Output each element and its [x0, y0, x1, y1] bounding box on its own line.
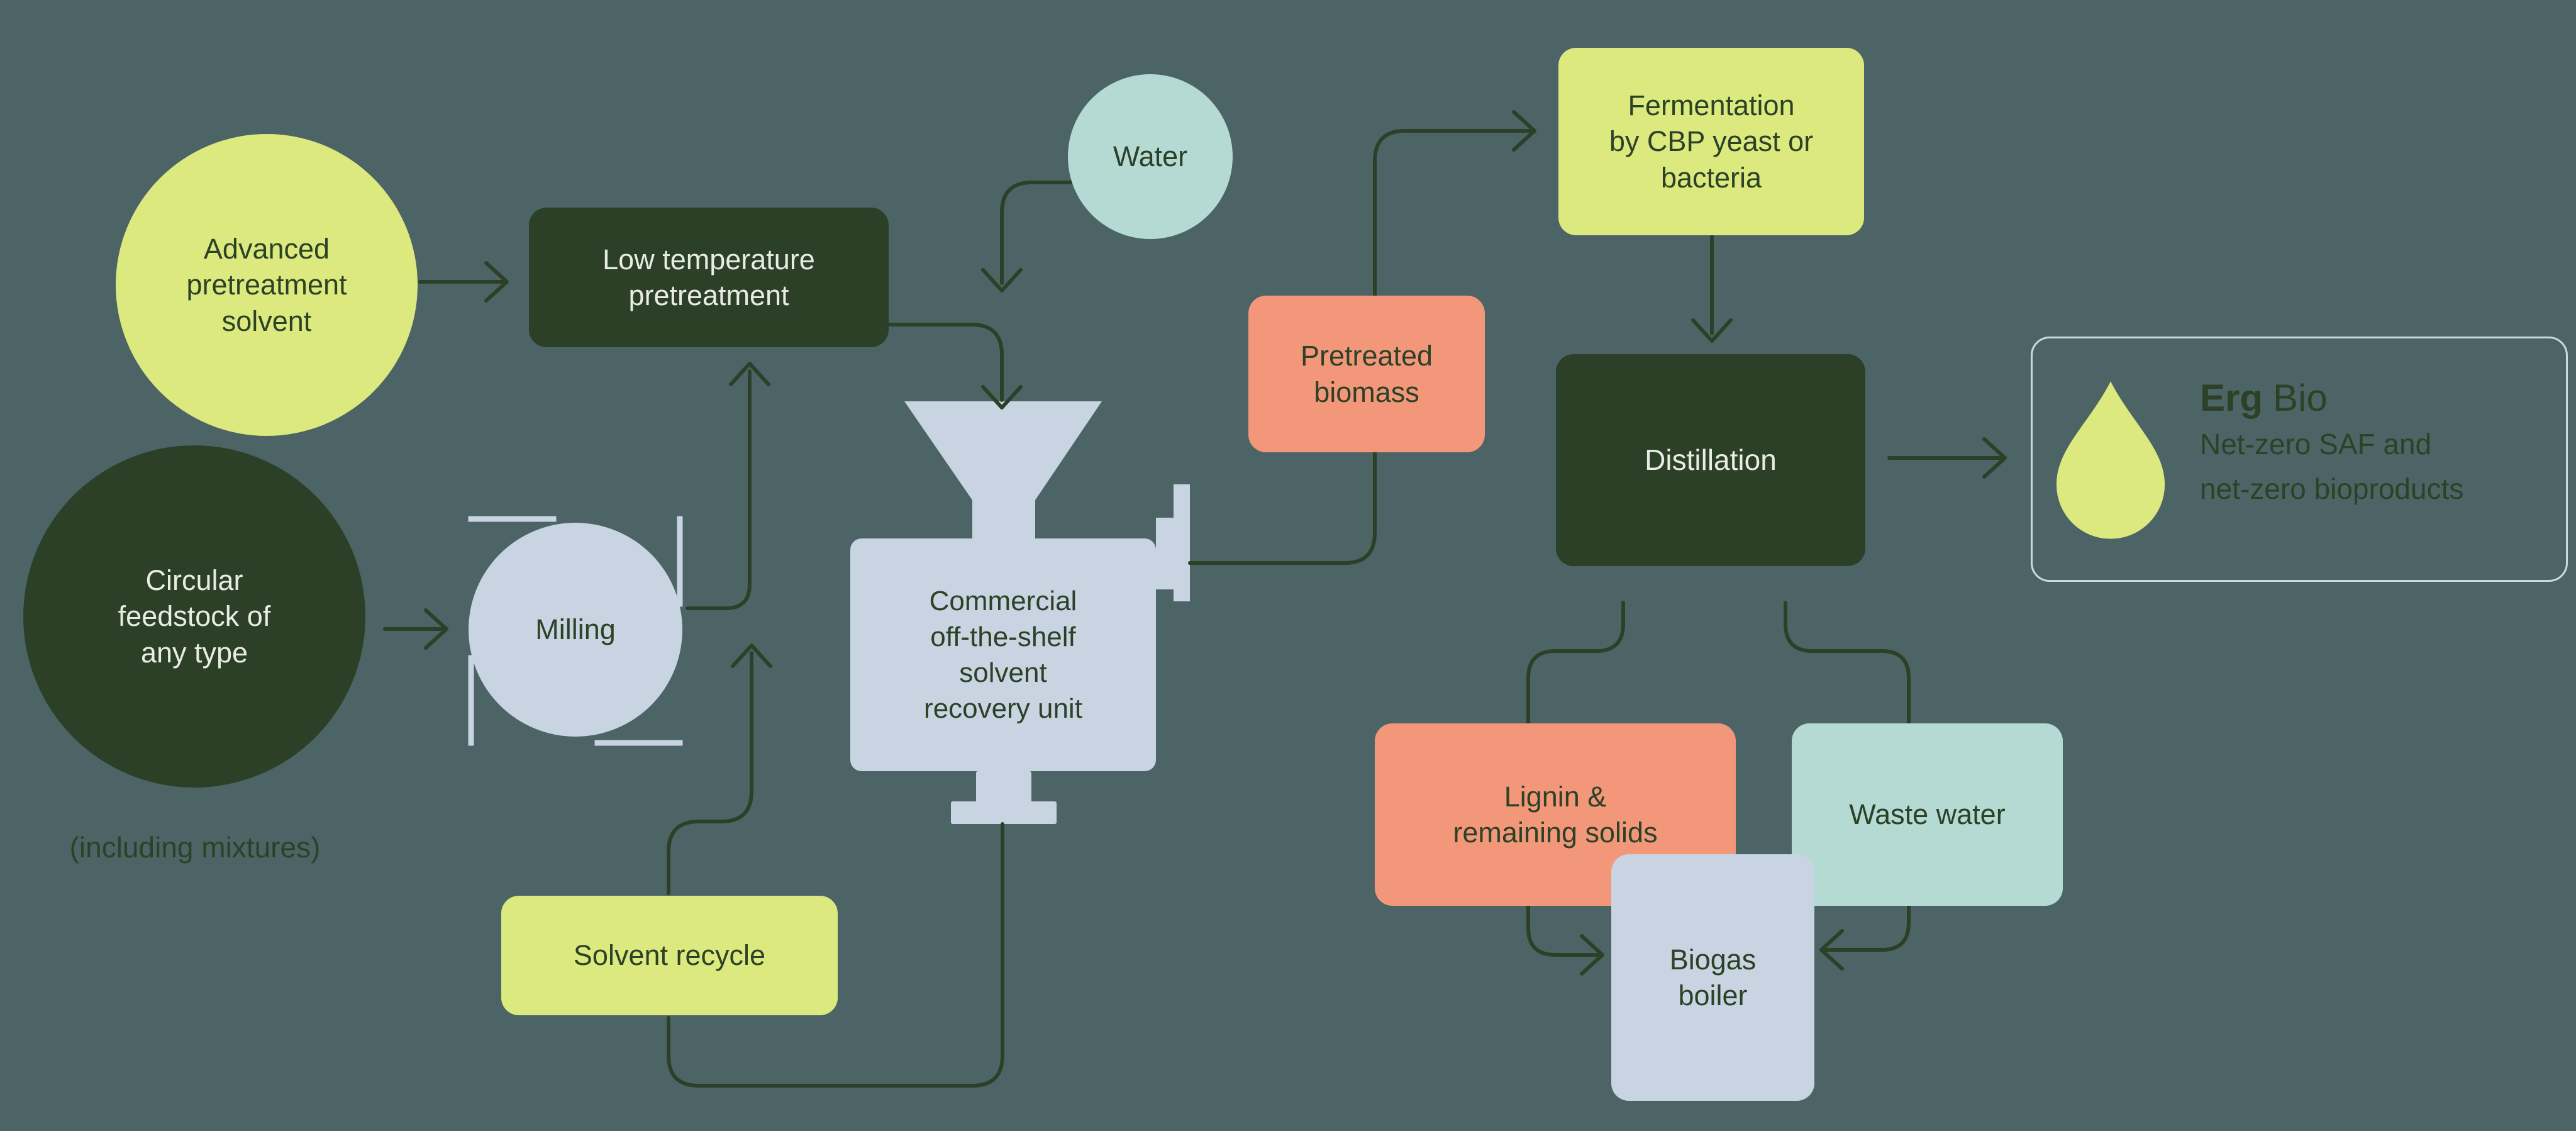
- node-label: any type: [140, 636, 248, 669]
- node-label: biomass: [1314, 376, 1419, 408]
- node-label: feedstock of: [118, 600, 271, 633]
- solvent-recovery-unit-label: Commercial off-the-shelf solvent recover…: [924, 585, 1082, 725]
- node-label: Water: [1113, 140, 1188, 173]
- node-label: bacteria: [1660, 161, 1762, 194]
- node-label: Low temperature: [602, 243, 815, 276]
- low-temperature-pretreatment-box: Low temperature pretreatment: [529, 208, 889, 347]
- arrow-water-to-recovery-unit: [981, 181, 1074, 292]
- output-line: net-zero bioproducts: [2200, 472, 2464, 505]
- node-label: pretreatment: [628, 279, 789, 311]
- node-label: Lignin &: [1504, 780, 1607, 813]
- node-label: Distillation: [1645, 443, 1777, 477]
- water-circle: Water: [1068, 74, 1233, 239]
- arrow-distillation-to-biogas-via-lignin: [1526, 601, 1625, 976]
- solvent-recycle-box: Solvent recycle: [501, 896, 838, 1015]
- advanced-pretreatment-solvent-circle: Advanced pretreatment solvent: [116, 134, 418, 436]
- arrow-distillation-to-output: [1887, 437, 2007, 479]
- node-label: boiler: [1678, 979, 1748, 1011]
- milling-circle: Milling: [469, 523, 682, 737]
- feedstock-note: (including mixtures): [69, 830, 321, 864]
- waste-water-box: Waste water: [1792, 723, 2063, 906]
- node-label: solvent: [221, 304, 312, 337]
- fermentation-box: Fermentation by CBP yeast or bacteria: [1558, 48, 1864, 235]
- node-label: Fermentation: [1628, 89, 1795, 122]
- node-label: Milling: [535, 613, 616, 646]
- droplet-icon: [2056, 381, 2165, 539]
- distillation-box: Distillation: [1556, 354, 1865, 566]
- node-label: pretreatment: [186, 269, 347, 301]
- arrow-solvent-recycle-to-pretreatment-feed: [667, 644, 772, 895]
- solvent-recovery-unit-icon: [850, 401, 1190, 824]
- node-label: Biogas: [1669, 943, 1757, 976]
- line-recovery-unit-to-solvent-recycle: [667, 822, 1004, 1088]
- pretreated-biomass-box: Pretreated biomass: [1248, 296, 1485, 452]
- output-line: Net-zero SAF and: [2200, 428, 2432, 460]
- arrow-distillation-to-biogas-via-wastewater: [1784, 601, 1911, 971]
- node-label: Advanced: [203, 233, 330, 265]
- node-label: by CBP yeast or: [1609, 125, 1814, 158]
- arrow-pretreatment-to-recovery-unit: [887, 323, 1023, 410]
- arrow-milling-to-pretreatment: [686, 362, 770, 610]
- node-label: Solvent recycle: [573, 939, 766, 972]
- node-label: Circular: [145, 564, 243, 597]
- node-label: Waste water: [1849, 798, 2006, 831]
- arrow-fermentation-to-distillation: [1691, 233, 1733, 343]
- arrow-feedstock-to-milling: [383, 608, 448, 650]
- arrow-advanced-solvent-to-pretreatment: [418, 261, 509, 303]
- node-label: remaining solids: [1453, 816, 1658, 849]
- circular-feedstock-circle: Circular feedstock of any type: [23, 445, 365, 788]
- node-label: Pretreated: [1300, 340, 1433, 372]
- milling-bracket-marks: [468, 516, 683, 746]
- biogas-boiler-box: Biogas boiler: [1611, 854, 1814, 1101]
